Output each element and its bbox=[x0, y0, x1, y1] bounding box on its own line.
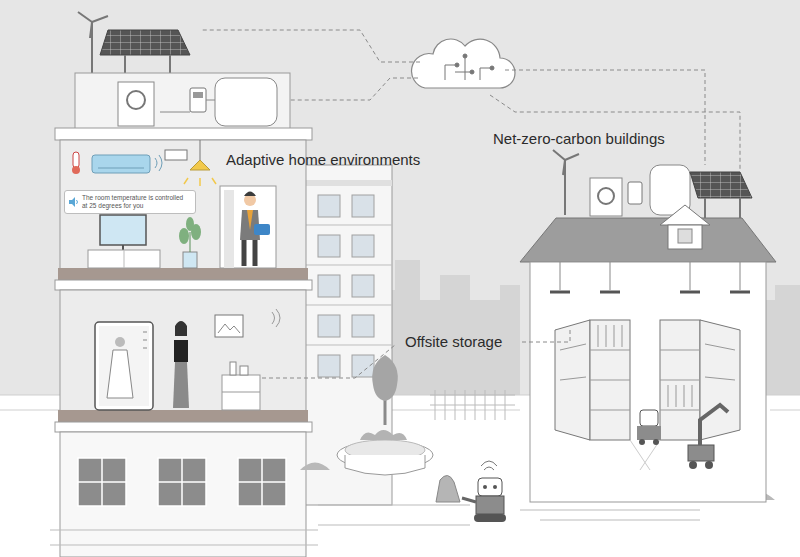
smart-home-building bbox=[50, 128, 318, 557]
storage-house bbox=[520, 150, 776, 502]
node-text: The room temperature is controlled at 25… bbox=[82, 194, 190, 210]
section-label: Net-zero-carbon buildings bbox=[493, 130, 665, 148]
dressing-room bbox=[95, 309, 280, 410]
speech-bubble: The room temperature is controlled at 25… bbox=[64, 190, 196, 214]
leader-line bbox=[262, 330, 570, 378]
cloud bbox=[412, 39, 515, 88]
rooftop-equipment bbox=[75, 12, 290, 130]
section-label: Adaptive home environments bbox=[226, 151, 420, 169]
speaker-icon bbox=[68, 197, 80, 207]
delivery-robot bbox=[436, 461, 506, 522]
section-label: Offsite storage bbox=[405, 333, 502, 351]
fence bbox=[430, 390, 515, 420]
